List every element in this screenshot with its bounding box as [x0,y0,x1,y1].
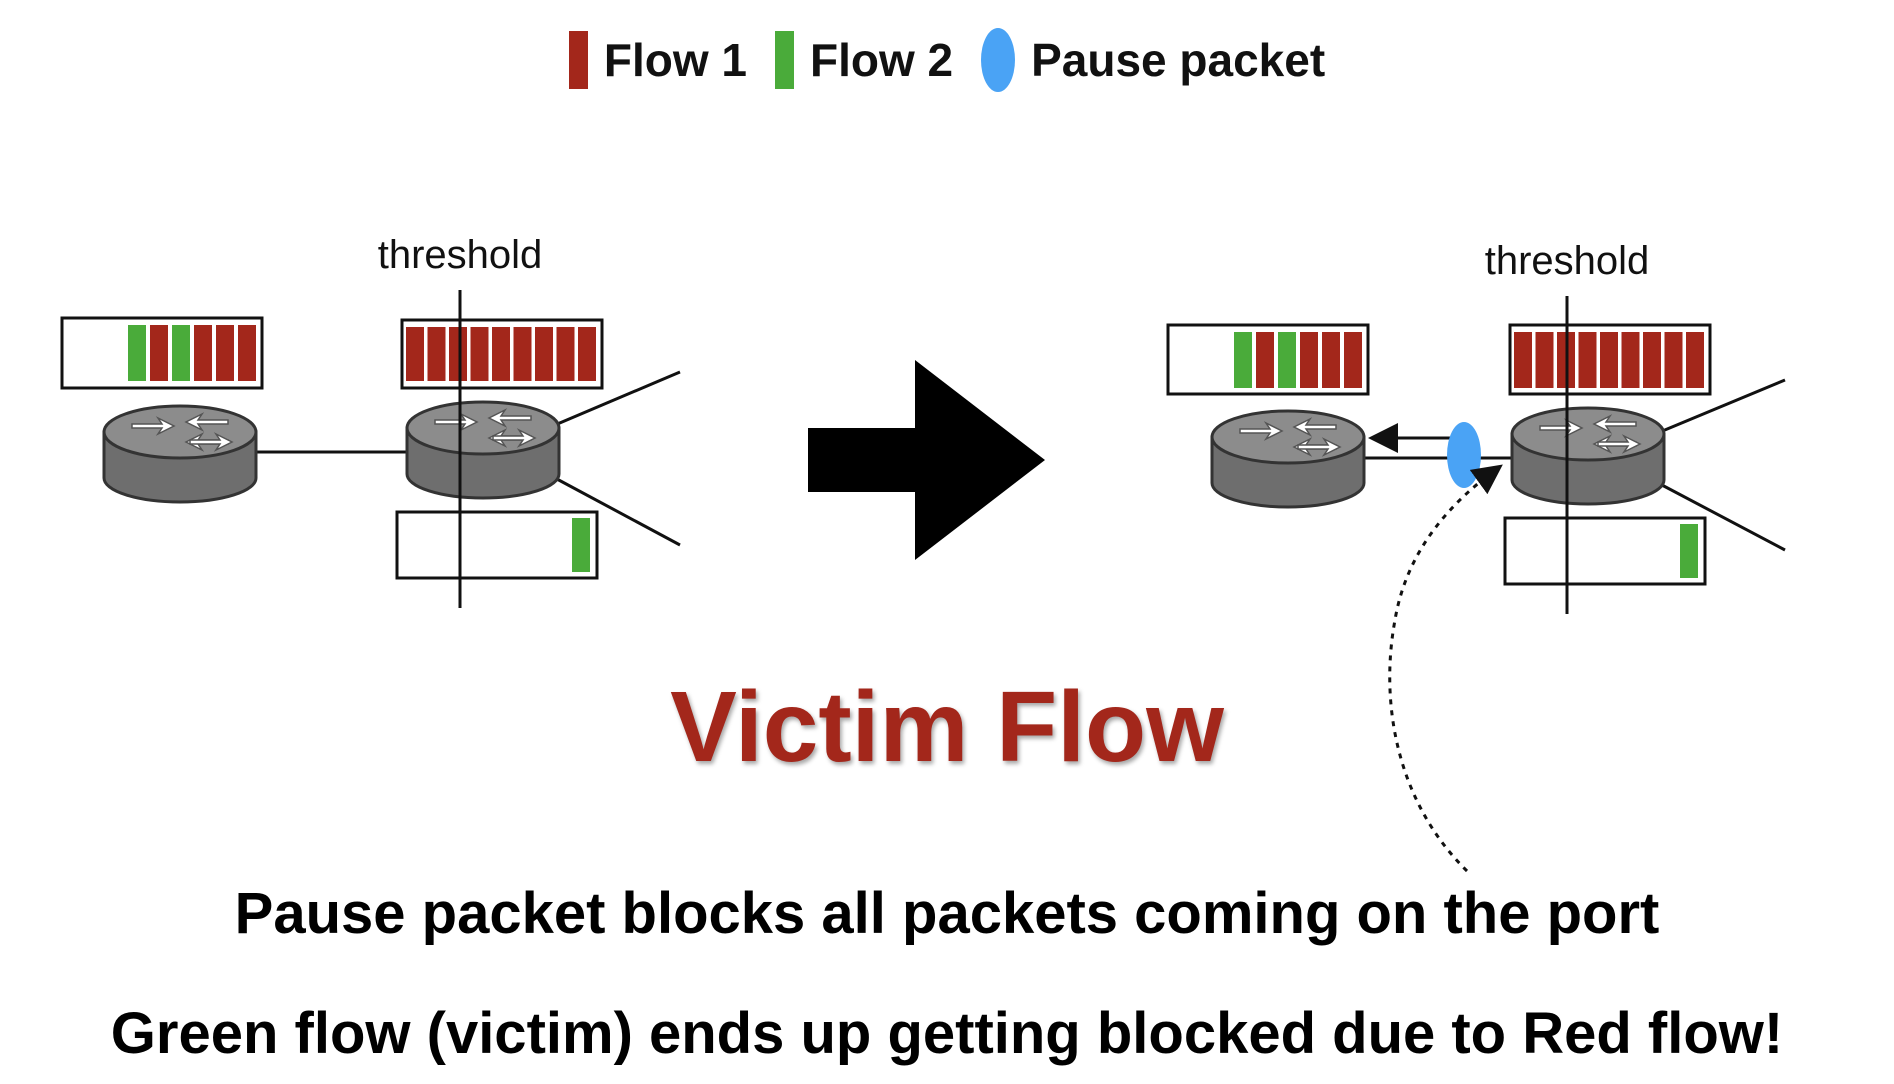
packet-red [1621,332,1640,388]
legend: Flow 1 Flow 2 Pause packet [0,28,1894,92]
packet-red [1300,332,1318,388]
caption-line-2: Green flow (victim) ends up getting bloc… [110,1001,1784,1066]
left-router2-queue-top-packets [406,327,596,381]
packet-green [572,518,590,572]
packet-red [216,325,234,381]
right-router-1 [1210,409,1366,509]
packet-red [1322,332,1340,388]
pause-swatch [981,28,1016,92]
transition-arrow [808,360,1045,560]
right-router2-queue-top-packets [1514,332,1704,388]
pause-packet [1447,422,1481,488]
packet-green [128,325,146,381]
packet-red [492,327,510,381]
packet-red [406,327,424,381]
right-router2-queue-bottom-packets [1680,524,1698,578]
right-out-link-1 [1659,378,1786,434]
legend-flow1-label: Flow 1 [603,34,747,86]
packet-red [556,327,575,381]
left-router-2 [405,400,561,500]
left-threshold-label: threshold [378,233,543,277]
packet-green [1278,332,1296,388]
packet-red [470,327,489,381]
caption-line-1: Pause packet blocks all packets coming o… [234,881,1660,946]
packet-red [150,325,168,381]
right-out-link-2 [1659,482,1786,552]
right-router2-queue-bottom [1503,516,1707,586]
packet-red [1664,332,1683,388]
packet-red [1344,332,1362,388]
left-out-link-1 [554,370,681,427]
packet-green [1234,332,1252,388]
packet-red [1256,332,1274,388]
packet-red [578,327,596,381]
packet-red [238,325,256,381]
legend-pause-label: Pause packet [1031,34,1326,86]
left-router2-queue-bottom-packets [572,518,590,572]
right-scene: threshold [1166,239,1786,873]
right-router-2 [1510,406,1666,506]
left-router-1 [102,404,258,504]
slide-title: Victim Flow [670,671,1224,783]
packet-red [535,327,553,381]
packet-green [172,325,190,381]
right-threshold-label: threshold [1485,239,1650,283]
packet-red [1535,332,1554,388]
flow2-swatch [774,31,794,89]
packet-red [1643,332,1661,388]
legend-pause: Pause packet [981,28,1325,92]
legend-flow2: Flow 2 [774,31,954,89]
packet-red [194,325,212,381]
right-router1-queue-packets [1234,332,1362,388]
packet-red [1578,332,1597,388]
packet-red [1686,332,1704,388]
legend-flow1: Flow 1 [568,31,747,89]
packet-red [449,327,467,381]
legend-flow2-label: Flow 2 [809,34,954,86]
left-out-link-2 [554,476,681,547]
left-scene: threshold [60,233,681,608]
left-router1-queue-packets [128,325,256,381]
packet-red [427,327,446,381]
flow1-swatch [568,31,588,89]
left-router2-queue-bottom [395,510,599,580]
packet-green [1680,524,1698,578]
packet-red [513,327,532,381]
packet-red [1514,332,1532,388]
pause-callout-arrow [1388,464,1503,873]
packet-red [1600,332,1618,388]
